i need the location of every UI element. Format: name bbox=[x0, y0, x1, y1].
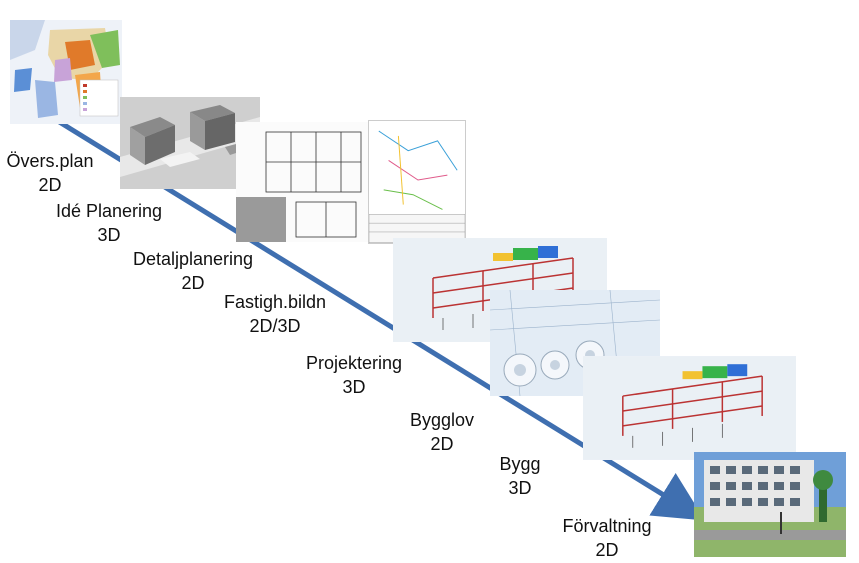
floor-plan-image bbox=[236, 122, 368, 242]
stage-name: Övers.plan bbox=[6, 151, 94, 171]
stage-label-overs-plan: Övers.plan 2D bbox=[2, 149, 98, 197]
stage-name: Bygglov bbox=[409, 410, 475, 430]
stage-name: Förvaltning bbox=[562, 516, 652, 536]
property-map-image bbox=[368, 120, 466, 244]
stage-dimension: 3D bbox=[97, 225, 121, 245]
finished-building-photo bbox=[694, 452, 846, 557]
stage-label-detaljplanering: Detaljplanering 2D bbox=[122, 247, 264, 295]
stage-dimension: 2D bbox=[430, 434, 454, 454]
stage-label-bygglov: Bygglov 2D bbox=[398, 408, 486, 456]
stage-dimension: 2D bbox=[595, 540, 619, 560]
stage-label-bygg: Bygg 3D bbox=[490, 452, 550, 500]
stage-name: Projektering bbox=[305, 353, 403, 373]
stage-dimension: 2D/3D bbox=[249, 316, 301, 336]
stage-label-projektering: Projektering 3D bbox=[292, 351, 416, 399]
stage-label-fastigh-bildn: Fastigh.bildn 2D/3D bbox=[212, 290, 338, 338]
stage-dimension: 3D bbox=[342, 377, 366, 397]
bim-structure-image bbox=[583, 356, 796, 460]
stage-name: Idé Planering bbox=[55, 201, 163, 221]
stage-name: Fastigh.bildn bbox=[223, 292, 327, 312]
stage-dimension: 3D bbox=[508, 478, 532, 498]
stage-label-forvaltning: Förvaltning 2D bbox=[550, 514, 664, 562]
stage-dimension: 2D bbox=[38, 175, 62, 195]
zoning-map-image bbox=[10, 20, 122, 124]
stage-name: Detaljplanering bbox=[132, 249, 254, 269]
stage-dimension: 2D bbox=[181, 273, 205, 293]
stage-label-ide-planering: Idé Planering 3D bbox=[48, 199, 170, 247]
stage-name: Bygg bbox=[499, 454, 541, 474]
